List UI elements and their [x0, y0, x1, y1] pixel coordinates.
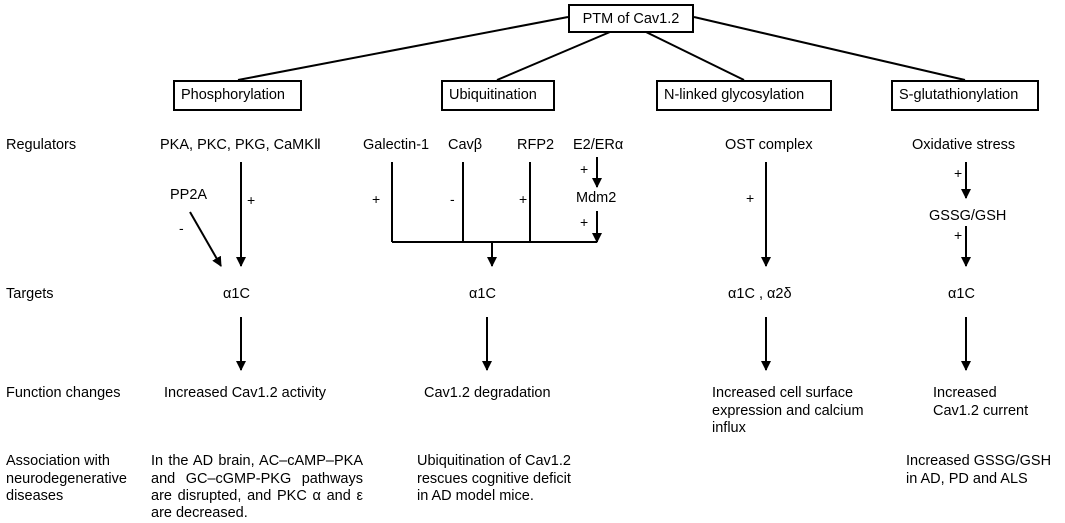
ubiq-regulator-galectin: Galectin-1 — [363, 137, 430, 153]
glut-association: Increased GSSG/GSH in AD, PD and ALS — [906, 453, 1051, 488]
glyc-function-line: Increased cell surface — [712, 385, 854, 401]
glyc-function: Increased cell surface expression and ca… — [712, 385, 864, 438]
phos-regulator: PKA, PKC, PKG, CaMKⅡ — [160, 137, 322, 153]
glyc-function-line: influx — [712, 420, 746, 436]
ubiq-regulator-e2: E2/ERα — [573, 137, 624, 153]
phosphorylation-title: Phosphorylation — [181, 87, 285, 103]
ubiquitination-node: Ubiquitination — [441, 80, 555, 111]
glycosylation-node: N-linked glycosylation — [656, 80, 832, 111]
pp2a-to-a1c-arrow — [189, 211, 222, 267]
phos-plus-sign: + — [247, 192, 256, 208]
ubiquitination-title: Ubiquitination — [449, 87, 537, 103]
glut-intermediate: GSSG/GSH — [929, 208, 1007, 224]
glyc-function-line: expression and calcium — [712, 402, 864, 419]
glyc-targets: α1C , α2δ — [728, 286, 792, 302]
root-to-glutathionylation-line — [693, 16, 966, 81]
glycosylation-title: N-linked glycosylation — [664, 87, 805, 103]
row-label-regulators: Regulators — [6, 137, 77, 153]
ubiq-association-line: Ubiquitination of Cav1.2 — [417, 453, 571, 469]
ubiq-association-line: in AD model mice. — [417, 488, 534, 504]
glut-regulator: Oxidative stress — [912, 137, 1016, 153]
phos-minus-sign: - — [179, 220, 184, 236]
phos-association-line: and GC–cGMP-PKG pathways — [151, 470, 363, 487]
root-label: PTM of Cav1.2 — [582, 11, 680, 27]
glutathionylation-title: S-glutathionylation — [899, 87, 1019, 103]
ubiq-regulator-rfp2: RFP2 — [517, 137, 555, 153]
phos-association-line: are disrupted, and PKC α and ε — [151, 488, 363, 504]
ubiq-cavb-sign: - — [450, 191, 455, 207]
glut-target: α1C — [948, 286, 975, 302]
row-label-targets: Targets — [6, 286, 54, 302]
phos-function: Increased Cav1.2 activity — [164, 385, 326, 401]
ubiq-association-line: rescues cognitive deficit — [417, 470, 571, 487]
ubiq-mdm2: Mdm2 — [576, 190, 617, 206]
row-label-association-line: Association with — [6, 453, 110, 469]
glut-association-line: Increased GSSG/GSH — [906, 453, 1052, 469]
phos-association: In the AD brain, AC–cAMP–PKA and GC–cGMP… — [151, 453, 363, 506]
ubiq-regulator-cavb: Cavβ — [448, 137, 483, 153]
root-to-ubiquitination-line — [496, 31, 611, 81]
glut-association-line: in AD, PD and ALS — [906, 470, 1028, 487]
glut-function: Increased Cav1.2 current — [933, 385, 1028, 420]
phos-inhibitor: PP2A — [170, 187, 208, 203]
ubiq-rfp2-sign: + — [519, 191, 528, 207]
phos-association-last-line: are decreased. — [151, 505, 248, 521]
glyc-plus-sign: + — [746, 190, 755, 206]
glut-function-line: Increased — [933, 385, 997, 401]
root-to-phosphorylation-line — [237, 16, 569, 81]
row-label-association-line: diseases — [6, 488, 64, 504]
row-label-association-line: neurodegenerative — [6, 470, 127, 487]
glut-plus-sign-2: + — [954, 227, 963, 243]
row-label-association: Association with neurodegenerative disea… — [6, 453, 127, 506]
ubiq-e2-sign: + — [580, 161, 589, 177]
root-to-glycosylation-line — [645, 31, 745, 81]
phosphorylation-node: Phosphorylation — [173, 80, 302, 111]
ubiq-association: Ubiquitination of Cav1.2 rescues cogniti… — [417, 453, 571, 506]
glyc-regulator: OST complex — [725, 137, 813, 153]
phos-association-line: In the AD brain, AC–cAMP–PKA — [151, 453, 363, 469]
glutathionylation-node: S-glutathionylation — [891, 80, 1039, 111]
ubiq-galectin-sign: + — [372, 191, 381, 207]
row-label-function-changes: Function changes — [6, 385, 121, 401]
glut-function-line: Cav1.2 current — [933, 402, 1029, 419]
ubiq-target: α1C — [469, 286, 496, 302]
ubiq-function: Cav1.2 degradation — [424, 385, 551, 401]
ubiq-mdm2-sign: + — [580, 214, 589, 230]
glut-plus-sign-1: + — [954, 165, 963, 181]
root-node: PTM of Cav1.2 — [568, 4, 694, 33]
phos-target: α1C — [223, 286, 250, 302]
